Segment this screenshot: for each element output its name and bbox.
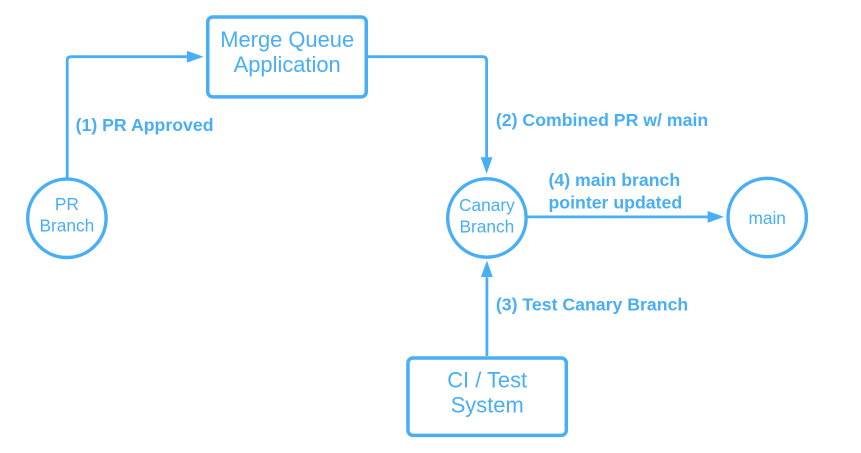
svg-text:main: main (748, 208, 785, 228)
svg-text:Branch: Branch (40, 216, 95, 236)
svg-text:(4) main branch: (4) main branch (549, 170, 681, 190)
svg-text:Canary: Canary (459, 195, 515, 215)
svg-text:PR: PR (55, 194, 79, 214)
svg-text:System: System (451, 393, 524, 418)
svg-text:CI / Test: CI / Test (447, 367, 527, 392)
svg-text:Application: Application (234, 52, 341, 77)
svg-text:(3) Test Canary Branch: (3) Test Canary Branch (496, 294, 688, 314)
svg-text:(1) PR Approved: (1) PR Approved (76, 115, 214, 135)
svg-text:Merge Queue: Merge Queue (220, 27, 354, 52)
svg-text:(2) Combined PR w/ main: (2) Combined PR w/ main (496, 110, 708, 130)
svg-text:Branch: Branch (460, 217, 515, 237)
svg-text:pointer updated: pointer updated (549, 193, 683, 213)
